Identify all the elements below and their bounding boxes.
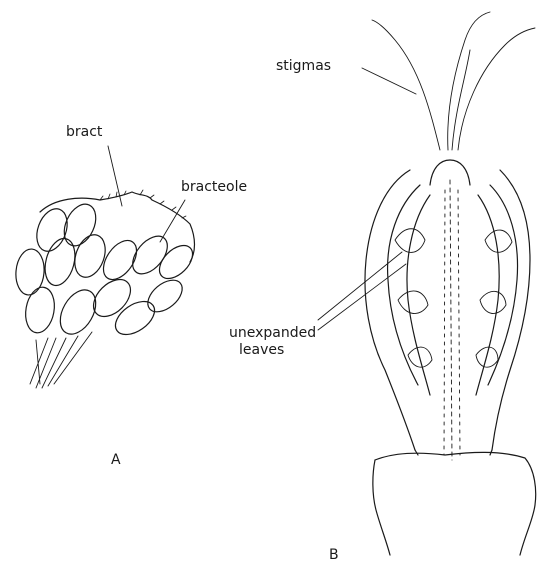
- shoot-outline: [365, 170, 415, 450]
- bract-fringe: [100, 190, 186, 218]
- leaf-sheath: [488, 185, 518, 385]
- label-stigmas: stigmas: [276, 58, 331, 75]
- floret: [22, 285, 58, 335]
- floret: [110, 295, 161, 342]
- floret: [31, 205, 72, 256]
- base-outline: [373, 460, 390, 555]
- label-bract: bract: [66, 124, 102, 141]
- figure-b-shoot: [318, 12, 536, 555]
- bract-outline: [40, 192, 195, 262]
- floret: [87, 273, 138, 324]
- unexpanded-leader: [318, 252, 402, 320]
- central-axis: [458, 190, 460, 455]
- leaf-loop: [485, 230, 512, 252]
- leaf-sheath: [476, 195, 499, 395]
- stigma-strand: [372, 20, 440, 150]
- stigma-strand: [458, 28, 535, 150]
- label-unexpanded-line1: unexpanded: [229, 325, 316, 342]
- label-unexpanded-line2: leaves: [229, 342, 316, 359]
- leaf-sheath: [388, 185, 420, 385]
- stigmas-leader: [362, 68, 416, 94]
- panel-label-b: B: [329, 547, 339, 564]
- leaf-loop: [480, 291, 506, 313]
- figure-a-flower-cluster: [14, 146, 199, 388]
- floret: [153, 239, 198, 284]
- label-unexpanded-leaves: unexpanded leaves: [229, 325, 316, 359]
- panel-label-a: A: [111, 452, 121, 469]
- leaf-loop: [398, 291, 428, 314]
- stigma-strand: [452, 50, 470, 150]
- floret: [14, 248, 46, 296]
- central-axis: [444, 190, 445, 455]
- base-outline: [375, 452, 536, 555]
- label-bracteole: bracteole: [181, 179, 247, 196]
- floret: [58, 199, 102, 251]
- shoot-outline: [492, 170, 530, 450]
- central-axis: [450, 180, 452, 460]
- floret: [142, 274, 188, 318]
- leaf-sheath: [407, 195, 430, 395]
- unexpanded-leader: [318, 264, 406, 330]
- stalk-lines: [30, 332, 92, 388]
